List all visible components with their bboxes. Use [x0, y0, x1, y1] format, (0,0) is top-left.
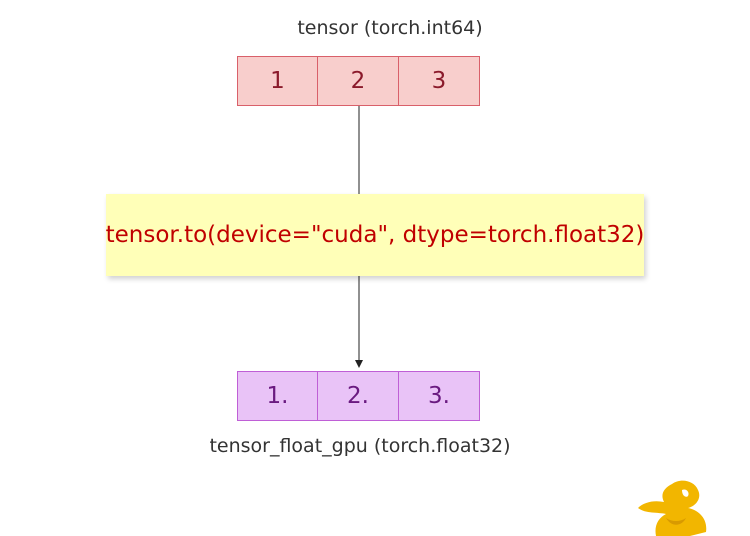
output-tensor: 1. 2. 3.: [237, 371, 480, 421]
input-cell: 2: [318, 56, 399, 106]
input-cell: 1: [237, 56, 318, 106]
input-tensor: 1 2 3: [237, 56, 480, 106]
output-cell: 3.: [399, 371, 480, 421]
input-tensor-label: tensor (torch.int64): [297, 17, 483, 39]
output-cell: 2.: [318, 371, 399, 421]
input-cell: 3: [399, 56, 480, 106]
output-cell: 1.: [237, 371, 318, 421]
duck-logo-icon: [638, 480, 707, 536]
output-tensor-label: tensor_float_gpu (torch.float32): [209, 435, 511, 457]
operation-code: tensor.to(device="cuda", dtype=torch.flo…: [105, 222, 645, 248]
operation-box: tensor.to(device="cuda", dtype=torch.flo…: [106, 194, 644, 276]
